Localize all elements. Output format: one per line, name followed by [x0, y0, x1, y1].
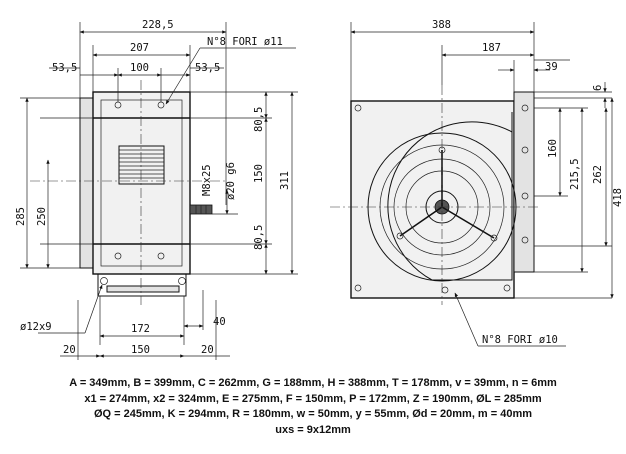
bolt-hole	[503, 284, 511, 292]
dim-motor-40: 40	[213, 316, 226, 328]
left-side-view: 228,5 207 53,5 100 53,5 N°8 FORI ø11 285…	[15, 19, 298, 360]
dim-total-311: 311	[279, 171, 291, 190]
bolt-hole	[521, 192, 529, 200]
left-housing-inner	[100, 99, 183, 267]
dim-flange-39: 39	[545, 61, 558, 73]
bolt-hole	[157, 252, 165, 260]
right-holes-callout: N°8 FORI ø10	[482, 334, 558, 346]
right-front-view: 388 187 39 6 160 215,5 262 418 N°8 FORI …	[330, 19, 624, 347]
dim-h-160: 160	[547, 139, 559, 158]
left-holes-callout: N°8 FORI ø11	[207, 36, 283, 48]
left-housing	[92, 91, 191, 275]
dim-h-418: 418	[612, 188, 624, 207]
dim-top-80: 80,5	[253, 107, 265, 132]
dim-width-388: 388	[432, 19, 451, 31]
bolt-hole	[521, 146, 529, 154]
dim-base-20-right: 20	[201, 344, 214, 356]
dim-base-20-left: 20	[63, 344, 76, 356]
bolt-hole	[354, 284, 362, 292]
spec-line: uxs = 9x12mm	[275, 423, 351, 436]
impeller	[118, 145, 165, 185]
spec-block: A = 349mm, B = 399mm, C = 262mm, G = 188…	[0, 376, 626, 438]
dim-half-187: 187	[482, 42, 501, 54]
dim-h-215: 215,5	[569, 158, 581, 190]
dim-bot-80: 80,5	[253, 225, 265, 250]
left-flange-plate	[79, 97, 94, 269]
scroll-casing	[387, 112, 513, 281]
dim-h-262: 262	[592, 165, 604, 184]
spec-line: ØQ = 245mm, K = 294mm, R = 180mm, w = 50…	[93, 408, 533, 420]
bolt-hole	[354, 104, 362, 112]
dim-offset-left: 53,5	[52, 62, 77, 74]
impeller-blades	[119, 149, 164, 179]
bolt-hole	[521, 104, 529, 112]
spec-line: A = 349mm, B = 399mm, C = 262mm, G = 188…	[69, 377, 557, 389]
bolt-hole	[521, 236, 529, 244]
dim-inner: 100	[130, 62, 149, 74]
dim-height-250: 250	[36, 207, 48, 226]
dim-flange-width: 207	[130, 42, 149, 54]
dim-height-285: 285	[15, 207, 27, 226]
dim-base-150: 150	[131, 344, 150, 356]
dim-bottom-172: 172	[131, 323, 150, 335]
dim-mid-150: 150	[253, 164, 265, 183]
dim-slot: ø12x9	[20, 321, 52, 333]
dim-shaft-thread: M8x25	[201, 164, 213, 196]
dim-offset-right: 53,5	[195, 62, 220, 74]
dim-shaft-dia: ø20 g6	[225, 162, 237, 200]
bolt-hole	[114, 252, 122, 260]
spec-line: x1 = 274mm, x2 = 324mm, E = 275mm, F = 1…	[84, 392, 542, 405]
dim-top-6: 6	[592, 85, 604, 91]
base-frame	[97, 273, 187, 297]
dim-overall-width: 228,5	[142, 19, 174, 31]
right-flange-plate	[513, 91, 535, 273]
